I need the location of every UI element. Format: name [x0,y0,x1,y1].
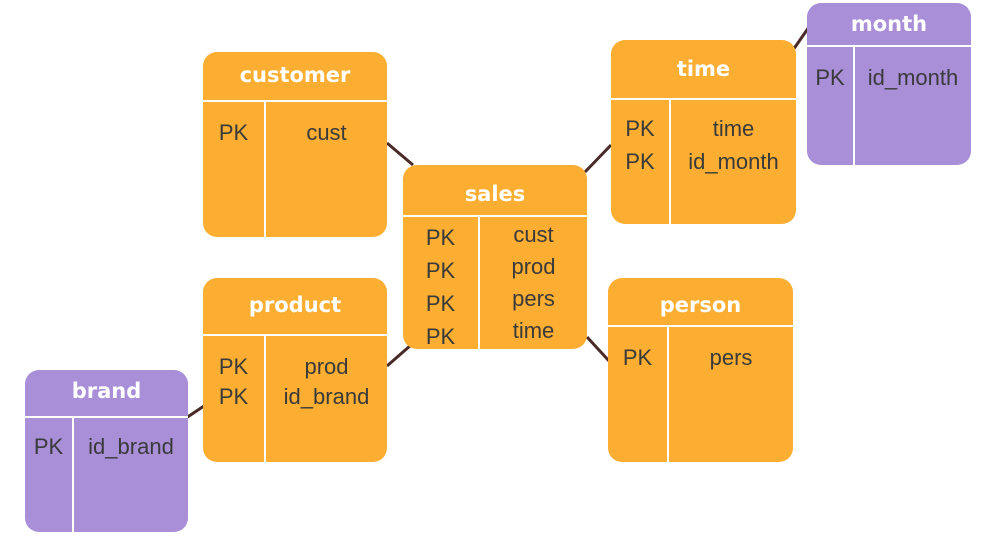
connector-product-sales [386,343,412,368]
connector-month-time [791,26,811,51]
month-table-title: month [807,3,971,47]
brand-table[interactable]: brand PK id_brand [25,370,188,532]
connector-time-sales [583,143,613,174]
time-pk-2: PK [625,149,655,174]
customer-table[interactable]: customer PK cust [203,52,387,237]
month-pk: PK [815,65,845,90]
customer-pk: PK [218,120,249,145]
customer-table-title: customer [203,52,387,102]
time-pk-1: PK [625,116,655,141]
sales-pk-4: PK [425,324,456,349]
connector-person-sales [585,335,612,364]
person-pk: PK [622,345,653,370]
sales-field-cust: cust [513,222,554,247]
person-table-title: person [608,278,793,327]
month-field-id-month: id_month [867,65,959,90]
sales-table-title: sales [403,165,587,217]
time-field-id-month: id_month [688,149,779,174]
sales-field-time: time [512,318,555,343]
sales-table[interactable]: sales PK PK PK PK cust prod pers time [403,165,587,349]
time-field-time: time [712,116,755,141]
brand-field-id-brand: id_brand [88,434,174,459]
sales-field-pers: pers [512,286,555,311]
sales-pk-3: PK [425,291,456,316]
product-field-id-brand: id_brand [283,384,370,409]
product-pk-2: PK [218,384,249,409]
time-table[interactable]: time PK PK time id_month [611,40,796,224]
product-field-prod: prod [304,354,349,379]
customer-field-cust: cust [306,120,347,145]
product-pk-1: PK [218,354,249,379]
sales-pk-2: PK [425,258,456,283]
sales-pk-1: PK [425,225,456,250]
connector-customer-sales [386,141,414,167]
person-table[interactable]: person PK pers [608,278,793,462]
brand-table-title: brand [25,370,188,418]
connector-brand-product [185,404,205,420]
time-table-title: time [611,40,796,100]
month-table[interactable]: month PK id_month [807,3,971,165]
product-table[interactable]: product PK PK prod id_brand [203,278,387,462]
person-field-pers: pers [709,345,753,370]
product-table-title: product [203,278,387,336]
sales-field-prod: prod [511,254,556,279]
brand-pk: PK [33,434,64,459]
